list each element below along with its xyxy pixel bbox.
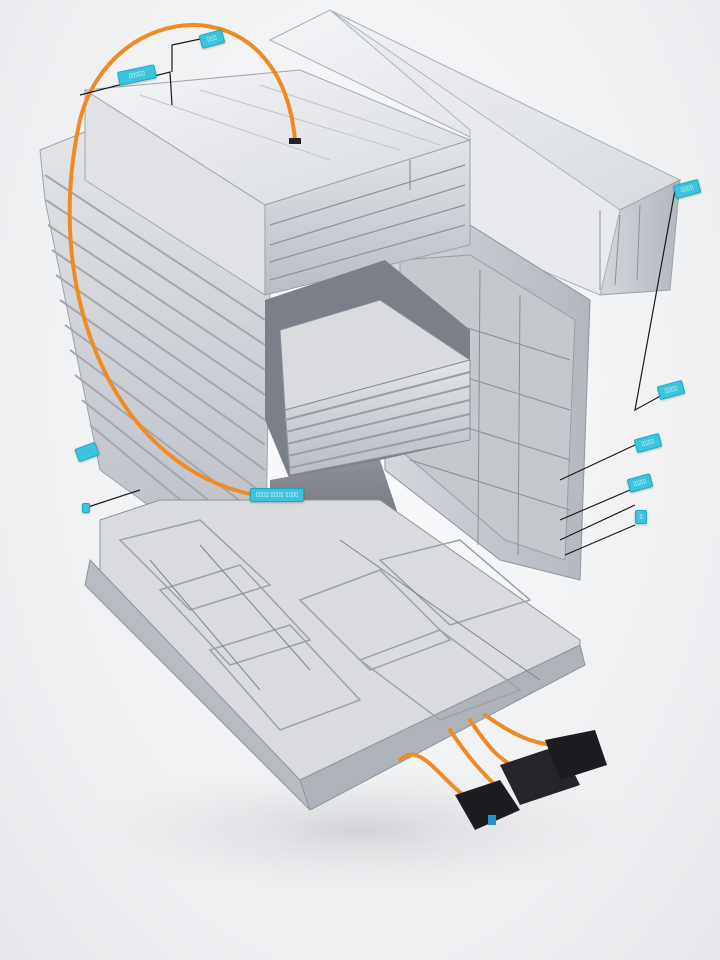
callout-label: ▯▯▯▯ ▯▯▯▯ ▯▯▯▯ bbox=[250, 488, 304, 502]
callout-label bbox=[82, 503, 90, 513]
callout-label: ▯ bbox=[635, 510, 647, 524]
cable-grommet bbox=[289, 138, 301, 144]
hv-cable-1 bbox=[398, 752, 472, 802]
hv-connector-block bbox=[455, 730, 607, 830]
battery-tray-base bbox=[84, 499, 586, 811]
rear-module-housing bbox=[268, 9, 682, 296]
hv-cable-loop bbox=[67, 23, 297, 497]
top-battery-module bbox=[83, 69, 472, 296]
